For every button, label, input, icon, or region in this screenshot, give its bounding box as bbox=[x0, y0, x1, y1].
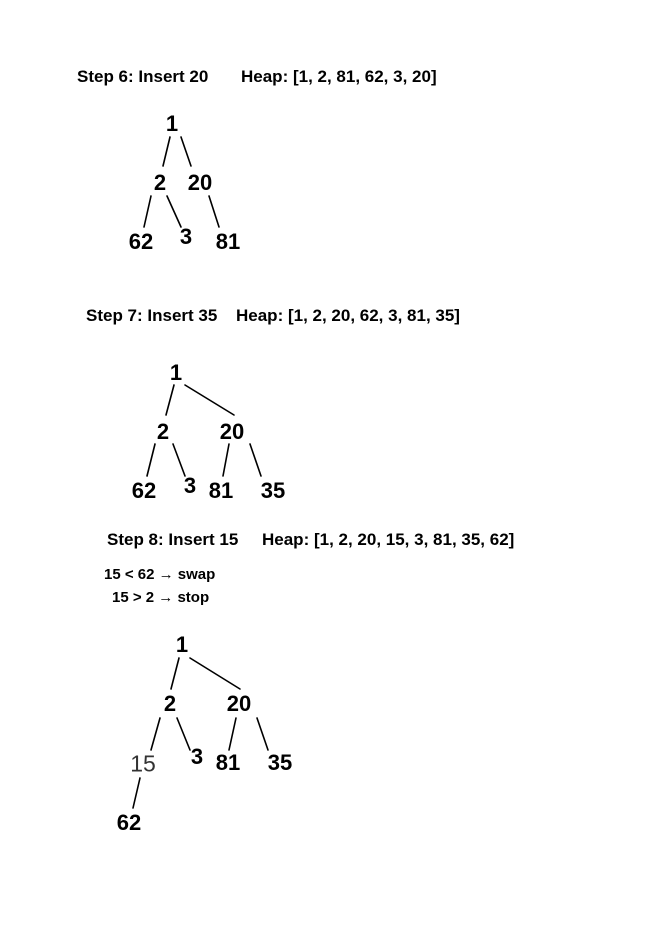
edge-2-62 bbox=[143, 195, 152, 228]
step-7-node-right: 20 bbox=[219, 419, 245, 444]
edge-2-3 bbox=[166, 195, 182, 228]
step-7-node-left-left: 62 bbox=[131, 478, 157, 503]
edge-1-20 bbox=[184, 384, 235, 416]
step-7-node-right-left: 81 bbox=[208, 478, 234, 503]
step-8-node-left-right: 3 bbox=[190, 744, 204, 769]
edge-2-3 bbox=[176, 717, 191, 751]
step-7-node-right-right: 35 bbox=[260, 478, 286, 503]
step-8-node-left: 2 bbox=[163, 691, 177, 716]
step-7-node-left: 2 bbox=[156, 419, 170, 444]
step-8-node-root: 1 bbox=[175, 632, 189, 657]
step-8-node-inserted: 15 bbox=[130, 750, 156, 777]
step-7-title: Step 7: Insert 35 bbox=[86, 306, 218, 325]
step-6-node-root: 1 bbox=[165, 111, 179, 136]
step-6-node-left-right: 3 bbox=[179, 224, 193, 249]
edge-1-2 bbox=[162, 136, 171, 167]
edge-20-81 bbox=[222, 443, 230, 477]
edge-2-62 bbox=[146, 443, 156, 477]
edge-1-2 bbox=[165, 384, 175, 416]
step-6-heap-array: Heap: [1, 2, 81, 62, 3, 20] bbox=[241, 67, 437, 86]
edge-2-3 bbox=[172, 443, 186, 477]
step-8-note-swap: 15 < 62 → swap bbox=[104, 566, 216, 583]
step-6-node-right: 20 bbox=[187, 170, 213, 195]
step-7-node-root: 1 bbox=[169, 360, 183, 385]
step-6-node-right-left: 81 bbox=[215, 229, 241, 254]
edge-1-20 bbox=[180, 136, 192, 167]
step-8-title: Step 8: Insert 15 bbox=[107, 530, 239, 549]
step-7-heap-array: Heap: [1, 2, 20, 62, 3, 81, 35] bbox=[236, 306, 460, 325]
edge-20-35 bbox=[256, 717, 269, 751]
step-6-title: Step 6: Insert 20 bbox=[77, 67, 209, 86]
edge-20-81 bbox=[228, 717, 237, 751]
step-8-node-right-left: 81 bbox=[215, 750, 241, 775]
edge-15-62 bbox=[132, 777, 141, 809]
step-8-node-right-right: 35 bbox=[267, 750, 293, 775]
edge-20-35 bbox=[249, 443, 262, 477]
edge-20-81 bbox=[208, 195, 220, 228]
step-8-heap-array: Heap: [1, 2, 20, 15, 3, 81, 35, 62] bbox=[262, 530, 515, 549]
step-7-node-left-right: 3 bbox=[183, 473, 197, 498]
step-8-note-stop: 15 > 2 → stop bbox=[112, 589, 210, 606]
step-6-node-left-left: 62 bbox=[128, 229, 154, 254]
step-8-node-bottom: 62 bbox=[116, 810, 142, 835]
step-8-node-right: 20 bbox=[226, 691, 252, 716]
edge-1-2 bbox=[170, 657, 180, 690]
edge-2-15 bbox=[150, 717, 161, 751]
edge-1-20 bbox=[189, 657, 241, 690]
step-6-node-left: 2 bbox=[153, 170, 167, 195]
